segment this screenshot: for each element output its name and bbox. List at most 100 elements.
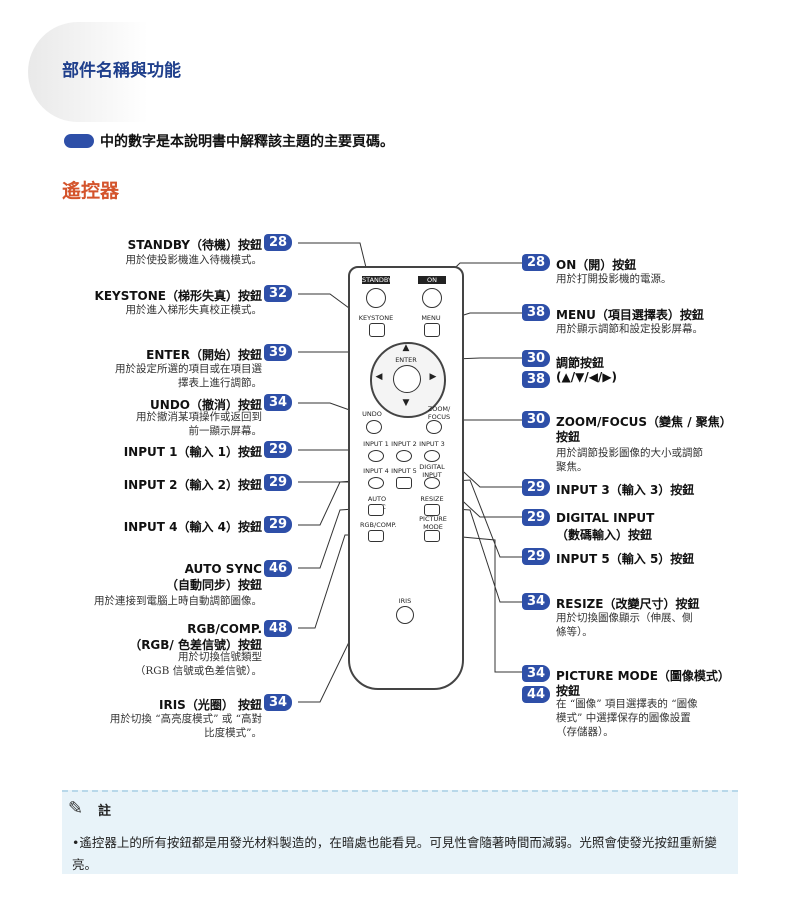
undo-text: UNDO（撤消）按鈕 (150, 398, 262, 412)
iris-desc-1: 用於切換 “高亮度模式” 或 “高對 (109, 713, 262, 725)
input4-page-badge: 29 (264, 516, 292, 533)
enter-page-badge: 39 (264, 344, 292, 361)
rgb-comp-text-1: RGB/COMP. (187, 622, 262, 636)
adjust-page-badge-2: 38 (522, 371, 550, 388)
rgb-comp-text-2: （RGB/ 色差信號）按鈕 (129, 638, 262, 652)
resize-desc-2: 條等）。 (556, 626, 593, 638)
input3-page-badge: 29 (522, 479, 550, 496)
header-decoration (28, 22, 148, 122)
pencil-icon: ✎ (68, 798, 84, 819)
digital-input-label: DIGITAL INPUT (419, 463, 445, 479)
picture-mode-text-1: PICTURE MODE（圖像模式） (556, 669, 730, 683)
input1-text: INPUT 1（輸入 1）按鈕 (123, 445, 262, 459)
iris-page-badge: 34 (264, 694, 292, 711)
zoom-desc-1: 用於調節投影圖像的大小或調節 (556, 447, 703, 459)
iris-button[interactable] (396, 606, 414, 624)
iris-desc-2: 比度模式”。 (204, 727, 262, 739)
input2-label: INPUT 2 (391, 440, 417, 448)
page-title: 部件名稱與功能 (62, 61, 181, 81)
input5-page-badge: 29 (522, 548, 550, 565)
input5-button[interactable] (396, 477, 412, 489)
note-box (62, 790, 738, 874)
note-title: 註 (98, 804, 112, 819)
input2-button[interactable] (396, 450, 412, 462)
digital-input-text-2: （數碼輸入）按鈕 (556, 528, 653, 542)
adjust-text-1: 調節按鈕 (556, 356, 605, 370)
right-arrow-icon[interactable]: ▶ (429, 372, 437, 382)
zoom-desc-2: 聚焦。 (556, 461, 588, 473)
input2-text: INPUT 2（輸入 2）按鈕 (123, 478, 262, 492)
section-title: 遙控器 (62, 180, 120, 202)
enter-text: ENTER（開始）按鈕 (146, 348, 262, 362)
on-page-badge: 28 (522, 254, 550, 271)
input1-button[interactable] (368, 450, 384, 462)
picture-mode-desc-2: 模式” 中選擇保存的圖像設置 (556, 712, 691, 724)
standby-desc: 用於使投影機進入待機模式。 (125, 254, 263, 266)
menu-text: MENU（項目選擇表）按鈕 (556, 308, 704, 322)
rgb-comp-page-badge: 48 (264, 620, 292, 637)
auto-sync-desc: 用於連接到電腦上時自動調節圖像。 (94, 595, 262, 607)
on-desc: 用於打開投影機的電源。 (556, 273, 672, 285)
keystone-button[interactable] (369, 323, 385, 337)
input2-page-badge: 29 (264, 474, 292, 491)
resize-page-badge: 34 (522, 593, 550, 610)
iris-label: IRIS (398, 597, 412, 605)
input1-label: INPUT 1 (363, 440, 389, 448)
input3-text: INPUT 3（輸入 3）按鈕 (556, 483, 695, 497)
input5-text: INPUT 5（輸入 5）按鈕 (556, 552, 695, 566)
auto-sync-text-1: AUTO SYNC (184, 562, 262, 576)
menu-label: MENU (421, 314, 441, 322)
enter-desc-1: 用於設定所選的項目或在項目選 (115, 363, 262, 375)
digital-input-page-badge: 29 (522, 509, 550, 526)
picture-mode-button[interactable] (424, 530, 440, 542)
auto-sync-text-2: （自動同步）按鈕 (165, 578, 262, 592)
picture-mode-desc-3: （存儲器）。 (556, 726, 614, 738)
rgb-comp-desc-1: 用於切換信號類型 (178, 651, 262, 663)
standby-label: STANDBY (362, 276, 392, 284)
menu-button[interactable] (424, 323, 440, 337)
enter-button[interactable] (393, 365, 421, 393)
input4-label: INPUT 4 (363, 467, 389, 475)
rgb-comp-label: RGB/COMP. (360, 521, 397, 529)
zoom-focus-button[interactable] (426, 420, 442, 434)
note-text: •遙控器上的所有按鈕都是用發光材料製造的，在暗處也能看見。可見性會隨著時間而減弱… (72, 835, 717, 872)
undo-button[interactable] (366, 420, 382, 434)
resize-desc-1: 用於切換圖像顯示（伸展、側 (556, 612, 693, 624)
input3-button[interactable] (424, 450, 440, 462)
keystone-desc: 用於進入梯形失真校正模式。 (125, 304, 263, 316)
zoom-focus-label: ZOOM/ FOCUS (427, 405, 451, 421)
rgb-comp-button[interactable] (368, 530, 384, 542)
auto-sync-page-badge: 46 (264, 560, 292, 577)
standby-text: STANDBY（待機）按鈕 (127, 238, 262, 252)
on-button[interactable] (422, 288, 442, 308)
digital-input-text-1: DIGITAL INPUT (556, 511, 655, 525)
legend-text: 中的數字是本說明書中解釋該主題的主要頁碼。 (100, 134, 394, 150)
zoom-text-2: 按鈕 (556, 430, 581, 444)
keystone-label: KEYSTONE (358, 314, 394, 322)
rgb-comp-desc-2: （RGB 信號或色差信號）。 (134, 665, 262, 677)
resize-label: RESIZE (420, 495, 444, 503)
on-text: ON（開）按鈕 (556, 258, 637, 272)
standby-page-badge: 28 (264, 234, 292, 251)
on-label: ON (418, 276, 446, 284)
undo-desc-1: 用於撤消某項操作或返回到 (136, 411, 262, 423)
input3-label: INPUT 3 (419, 440, 445, 448)
page-badge-legend-icon (64, 134, 94, 148)
picture-mode-text-2: 按鈕 (556, 684, 581, 698)
standby-button[interactable] (366, 288, 386, 308)
resize-button[interactable] (424, 504, 440, 516)
keystone-page-badge: 32 (264, 285, 292, 302)
zoom-text-1: ZOOM/FOCUS（變焦 / 聚焦） (556, 415, 732, 429)
digital-input-button[interactable] (424, 477, 440, 489)
auto-sync-button[interactable] (368, 504, 384, 516)
left-arrow-icon[interactable]: ◀ (375, 372, 383, 382)
keystone-text: KEYSTONE（梯形失真）按鈕 (94, 289, 262, 303)
up-arrow-icon[interactable]: ▲ (402, 343, 410, 353)
enter-desc-2: 擇表上進行調節。 (178, 377, 262, 389)
input1-page-badge: 29 (264, 441, 292, 458)
enter-label: ENTER (395, 356, 417, 364)
input4-button[interactable] (368, 477, 384, 489)
down-arrow-icon[interactable]: ▼ (402, 398, 410, 408)
iris-text: IRIS（光圈） 按鈕 (159, 698, 262, 712)
menu-page-badge: 38 (522, 304, 550, 321)
